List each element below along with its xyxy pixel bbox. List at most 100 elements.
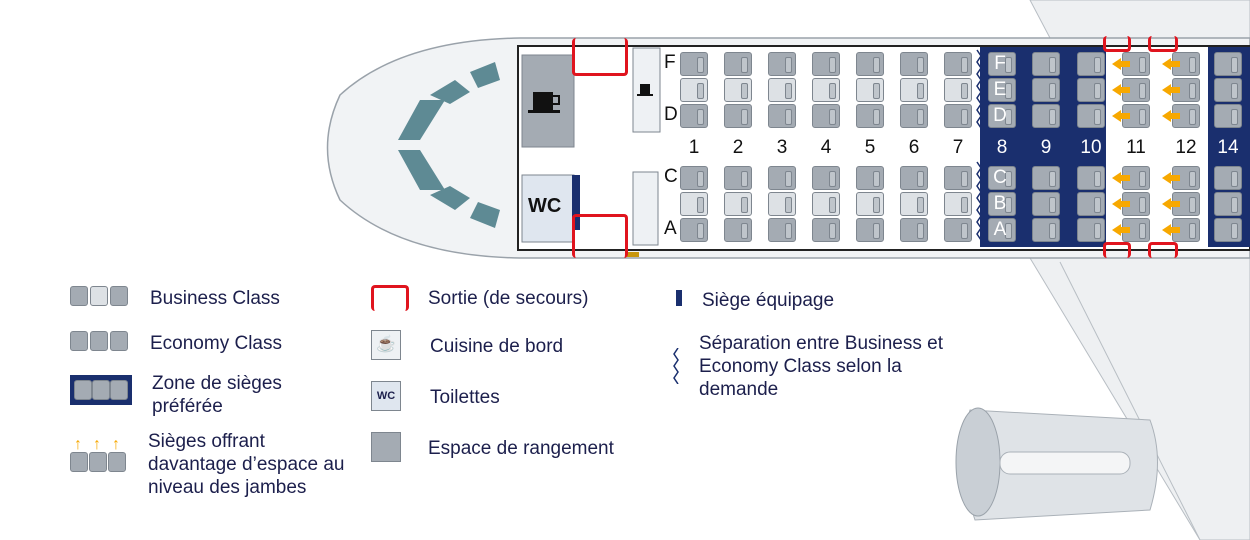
legend-storage-icon — [371, 432, 401, 462]
seat-5E[interactable] — [856, 78, 884, 102]
row-number: 4 — [820, 137, 832, 158]
seat-10F[interactable] — [1077, 52, 1105, 76]
legend-economy: Economy Class — [150, 333, 282, 354]
legroom-arrow-icon — [1162, 110, 1180, 122]
seat-8E[interactable] — [988, 78, 1016, 102]
legend-legroom: Sièges offrant davantage d’espace au niv… — [148, 431, 345, 498]
seat-14C[interactable] — [1214, 166, 1242, 190]
row-number: 6 — [908, 137, 920, 158]
seat-9A[interactable] — [1032, 218, 1060, 242]
seat-1A[interactable] — [680, 218, 708, 242]
seat-1F[interactable] — [680, 52, 708, 76]
seat-9D[interactable] — [1032, 104, 1060, 128]
seat-7C[interactable] — [944, 166, 972, 190]
seat-11B[interactable] — [1122, 192, 1150, 216]
seat-8B[interactable] — [988, 192, 1016, 216]
legend-business: Business Class — [150, 288, 280, 309]
seat-7B[interactable] — [944, 192, 972, 216]
legend-toilets: Toilettes — [430, 387, 500, 408]
seat-1E[interactable] — [680, 78, 708, 102]
seat-4A[interactable] — [812, 218, 840, 242]
seat-7E[interactable] — [944, 78, 972, 102]
row-number: 11 — [1126, 137, 1146, 158]
row-number: 10 — [1080, 137, 1102, 158]
seat-3B[interactable] — [768, 192, 796, 216]
legroom-arrow-icon — [1112, 224, 1130, 236]
seat-2D[interactable] — [724, 104, 752, 128]
seat-14D[interactable] — [1214, 104, 1242, 128]
seat-2A[interactable] — [724, 218, 752, 242]
seat-6A[interactable] — [900, 218, 928, 242]
seat-12E[interactable] — [1172, 78, 1200, 102]
seat-9F[interactable] — [1032, 52, 1060, 76]
legend-exit: Sortie (de secours) — [428, 288, 589, 309]
seat-5C[interactable] — [856, 166, 884, 190]
seat-6F[interactable] — [900, 52, 928, 76]
seat-4E[interactable] — [812, 78, 840, 102]
seat-2E[interactable] — [724, 78, 752, 102]
seat-14F[interactable] — [1214, 52, 1242, 76]
seat-5F[interactable] — [856, 52, 884, 76]
legroom-arrow-icon — [1112, 110, 1130, 122]
seat-4B[interactable] — [812, 192, 840, 216]
seat-8A[interactable] — [988, 218, 1016, 242]
legend-preferred-icon — [70, 375, 132, 405]
seat-4C[interactable] — [812, 166, 840, 190]
legend-galley: Cuisine de bord — [430, 336, 564, 357]
seat-6D[interactable] — [900, 104, 928, 128]
seat-6B[interactable] — [900, 192, 928, 216]
seat-14E[interactable] — [1214, 78, 1242, 102]
seat-14A[interactable] — [1214, 218, 1242, 242]
seat-7D[interactable] — [944, 104, 972, 128]
seat-10A[interactable] — [1077, 218, 1105, 242]
seat-3C[interactable] — [768, 166, 796, 190]
legroom-arrow-icon — [1162, 172, 1180, 184]
seat-9C[interactable] — [1032, 166, 1060, 190]
seat-3A[interactable] — [768, 218, 796, 242]
seat-2B[interactable] — [724, 192, 752, 216]
seat-10E[interactable] — [1077, 78, 1105, 102]
seat-10C[interactable] — [1077, 166, 1105, 190]
seat-2C[interactable] — [724, 166, 752, 190]
seat-11A[interactable] — [1122, 218, 1150, 242]
seat-5A[interactable] — [856, 218, 884, 242]
seat-10B[interactable] — [1077, 192, 1105, 216]
exit-door — [572, 38, 628, 76]
seat-3D[interactable] — [768, 104, 796, 128]
legroom-arrow-icon — [1112, 84, 1130, 96]
legend-toilets-icon: WC — [371, 381, 401, 411]
zone-row-letter: D — [993, 105, 1007, 126]
seat-11E[interactable] — [1122, 78, 1150, 102]
seat-9B[interactable] — [1032, 192, 1060, 216]
seat-6C[interactable] — [900, 166, 928, 190]
seat-1C[interactable] — [680, 166, 708, 190]
seat-14B[interactable] — [1214, 192, 1242, 216]
seat-2F[interactable] — [724, 52, 752, 76]
seat-8F[interactable] — [988, 52, 1016, 76]
row-letter: C — [664, 166, 678, 187]
row-number: 12 — [1175, 137, 1197, 158]
legend-exit-icon — [371, 285, 409, 311]
seat-4D[interactable] — [812, 104, 840, 128]
seat-6E[interactable] — [900, 78, 928, 102]
seat-10D[interactable] — [1077, 104, 1105, 128]
seat-3E[interactable] — [768, 78, 796, 102]
seat-4F[interactable] — [812, 52, 840, 76]
row-number: 2 — [732, 137, 744, 158]
seat-8C[interactable] — [988, 166, 1016, 190]
seat-9E[interactable] — [1032, 78, 1060, 102]
seat-3F[interactable] — [768, 52, 796, 76]
legroom-arrow-icon — [1162, 224, 1180, 236]
seat-1D[interactable] — [680, 104, 708, 128]
seat-5B[interactable] — [856, 192, 884, 216]
seat-1B[interactable] — [680, 192, 708, 216]
legroom-arrow-icon — [1162, 84, 1180, 96]
row-number: 8 — [996, 137, 1008, 158]
exit-door — [1148, 242, 1178, 258]
row-number: 3 — [776, 137, 788, 158]
legroom-arrow-icon — [1112, 172, 1130, 184]
seat-7A[interactable] — [944, 218, 972, 242]
seat-8D[interactable] — [988, 104, 1016, 128]
seat-5D[interactable] — [856, 104, 884, 128]
seat-7F[interactable] — [944, 52, 972, 76]
